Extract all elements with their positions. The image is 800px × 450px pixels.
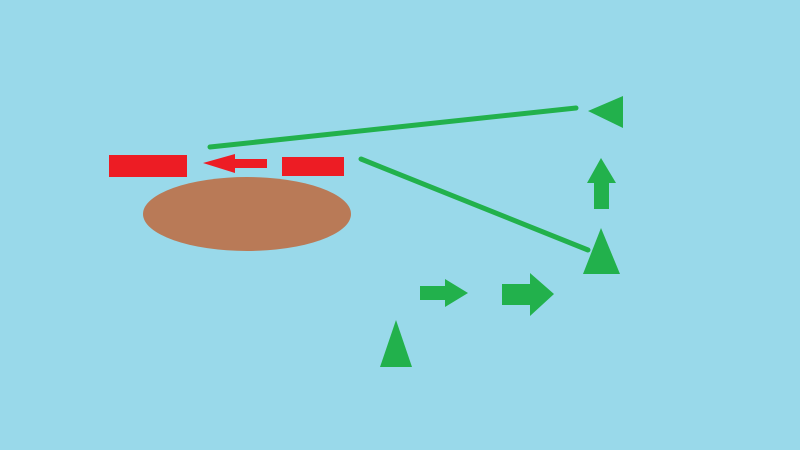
green-line-lower xyxy=(358,156,591,253)
red-bar-left xyxy=(109,155,187,177)
red-arrow-left-icon xyxy=(203,154,267,173)
green-triangle-left xyxy=(588,96,623,128)
green-arrow-right-large-icon xyxy=(502,273,554,316)
green-line-upper xyxy=(207,105,579,150)
brown-ellipse xyxy=(143,177,351,251)
green-arrow-right-small-icon xyxy=(420,279,468,307)
green-arrow-up-icon xyxy=(587,158,616,209)
red-bar-right xyxy=(282,157,344,176)
green-triangle-up-right xyxy=(583,228,620,274)
green-triangle-up-bottom xyxy=(380,320,412,367)
